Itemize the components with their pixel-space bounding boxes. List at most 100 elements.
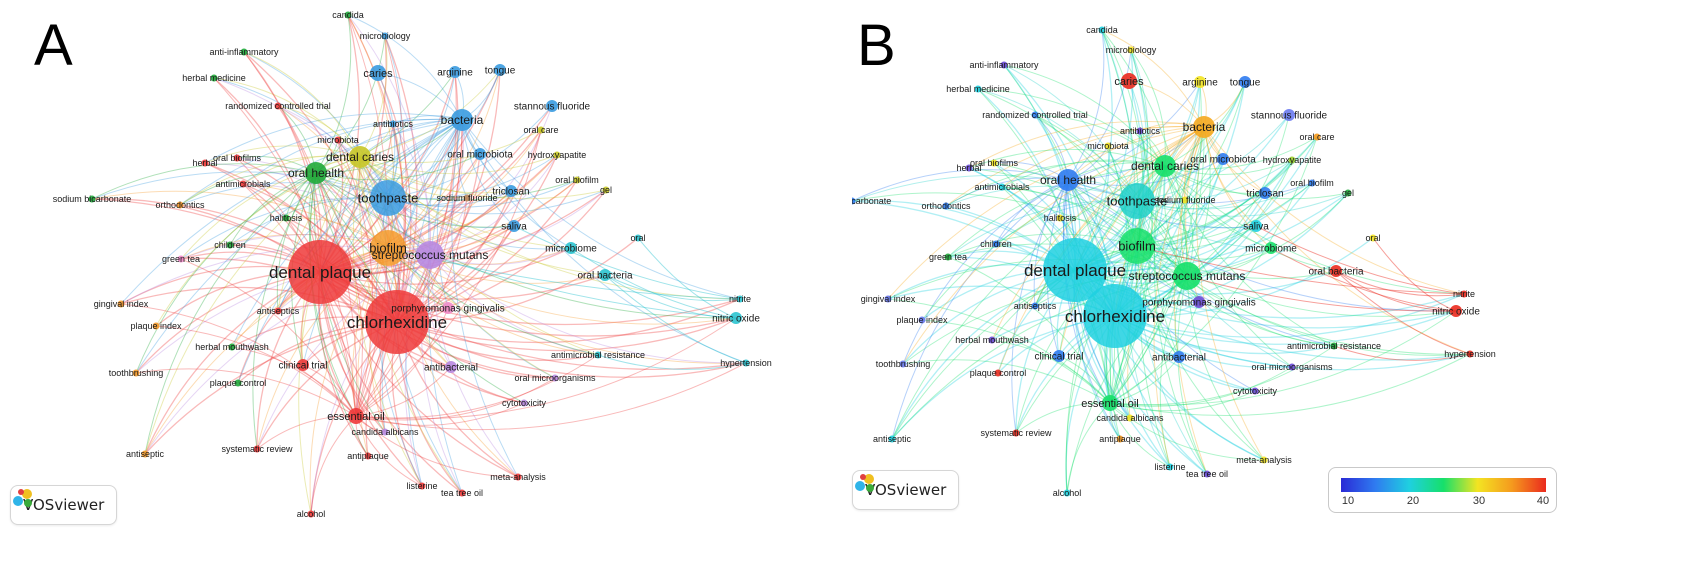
node-antibacterial[interactable] [445, 361, 457, 373]
node-triclosan[interactable] [505, 185, 517, 197]
node-oral-biofilm[interactable] [573, 176, 581, 184]
node-oral-bacteria[interactable] [599, 269, 611, 281]
node-oral-health[interactable] [305, 162, 327, 184]
node-antimicrobial-resistance[interactable] [594, 351, 602, 359]
node-arginine[interactable] [1194, 76, 1206, 88]
node-halitosis[interactable] [1056, 214, 1064, 222]
node-oral-health[interactable] [1057, 169, 1079, 191]
node-porphyromonas-gingivalis[interactable] [442, 302, 454, 314]
node-caries[interactable] [370, 65, 386, 81]
node-oral-care[interactable] [537, 126, 545, 134]
node-antiplaque[interactable] [364, 452, 372, 460]
node-oral-biofilms[interactable] [233, 154, 241, 162]
node-orthodontics[interactable] [942, 202, 950, 210]
node-bacteria[interactable] [451, 109, 473, 131]
node-oral-microbiota[interactable] [1217, 153, 1229, 165]
node-microbiome[interactable] [1265, 242, 1277, 254]
node-sodium-bicarbonate[interactable] [852, 197, 856, 205]
node-antiseptics[interactable] [1031, 302, 1039, 310]
node-herbal[interactable] [965, 164, 973, 172]
node-arginine[interactable] [449, 66, 461, 78]
node-systematic-review[interactable] [253, 445, 261, 453]
node-chlorhexidine[interactable] [1083, 284, 1147, 348]
node-systematic-review[interactable] [1012, 429, 1020, 437]
node-nitrite[interactable] [1460, 290, 1468, 298]
node-meta-analysis[interactable] [514, 473, 522, 481]
node-biofilm[interactable] [370, 230, 406, 266]
node-stannous-fluoride[interactable] [546, 100, 558, 112]
node-oral[interactable] [1369, 234, 1377, 242]
node-oral-biofilm[interactable] [1308, 179, 1316, 187]
node-herbal-medicine[interactable] [210, 74, 218, 82]
node-anti-inflammatory[interactable] [1000, 61, 1008, 69]
node-dental-plaque[interactable] [288, 240, 352, 304]
node-children[interactable] [226, 241, 234, 249]
node-herbal-medicine[interactable] [974, 85, 982, 93]
node-alcohol[interactable] [1063, 489, 1071, 497]
node-microbiology[interactable] [1127, 46, 1135, 54]
node-streptococcus-mutans[interactable] [416, 241, 444, 269]
node-antimicrobials[interactable] [998, 183, 1006, 191]
node-sodium-bicarbonate[interactable] [88, 195, 96, 203]
node-biofilm[interactable] [1119, 228, 1155, 264]
node-microbiology[interactable] [381, 32, 389, 40]
node-antibacterial[interactable] [1173, 351, 1185, 363]
node-antibiotics[interactable] [389, 120, 397, 128]
node-toothbrushing[interactable] [899, 360, 907, 368]
node-oral-microorganisms[interactable] [1288, 363, 1296, 371]
node-randomized-controlled-trial[interactable] [1031, 111, 1039, 119]
node-microbiome[interactable] [565, 242, 577, 254]
node-oral-care[interactable] [1313, 133, 1321, 141]
node-hydroxyapatite[interactable] [1288, 156, 1296, 164]
node-halitosis[interactable] [282, 214, 290, 222]
node-antibiotics[interactable] [1136, 127, 1144, 135]
node-hypertension[interactable] [1466, 350, 1474, 358]
node-stannous-fluoride[interactable] [1283, 109, 1295, 121]
node-nitrite[interactable] [736, 295, 744, 303]
node-antiseptic[interactable] [888, 435, 896, 443]
node-saliva[interactable] [508, 220, 520, 232]
node-oral[interactable] [634, 234, 642, 242]
node-antiseptics[interactable] [274, 307, 282, 315]
node-gel[interactable] [602, 186, 610, 194]
node-microbiota[interactable] [1104, 142, 1112, 150]
node-toothbrushing[interactable] [132, 369, 140, 377]
node-toothpaste[interactable] [1119, 183, 1155, 219]
node-oral-bacteria[interactable] [1330, 265, 1342, 277]
node-gel[interactable] [1344, 189, 1352, 197]
node-green-tea[interactable] [177, 255, 185, 263]
node-plaque-index[interactable] [152, 322, 160, 330]
node-streptococcus-mutans[interactable] [1173, 262, 1201, 290]
node-plaque-index[interactable] [918, 316, 926, 324]
node-tea-tree-oil[interactable] [458, 489, 466, 497]
node-oral-microbiota[interactable] [474, 148, 486, 160]
node-tongue[interactable] [1239, 76, 1251, 88]
node-candida-albicans[interactable] [1126, 414, 1134, 422]
node-candida[interactable] [1098, 26, 1106, 34]
node-oral-biofilms[interactable] [990, 159, 998, 167]
node-herbal-mouthwash[interactable] [228, 343, 236, 351]
node-sodium-fluoride[interactable] [463, 194, 471, 202]
node-randomized-controlled-trial[interactable] [274, 102, 282, 110]
node-clinical-trial[interactable] [1053, 350, 1065, 362]
node-children[interactable] [992, 240, 1000, 248]
node-triclosan[interactable] [1259, 187, 1271, 199]
node-sodium-fluoride[interactable] [1181, 196, 1189, 204]
node-caries[interactable] [1121, 73, 1137, 89]
node-herbal-mouthwash[interactable] [988, 336, 996, 344]
node-gingival-index[interactable] [884, 295, 892, 303]
node-hypertension[interactable] [742, 359, 750, 367]
vosviewer-badge-a[interactable]: VOSviewer [10, 485, 118, 525]
node-plaque-control[interactable] [234, 379, 242, 387]
node-oral-microorganisms[interactable] [551, 374, 559, 382]
node-herbal[interactable] [201, 159, 209, 167]
node-antimicrobial-resistance[interactable] [1330, 342, 1338, 350]
node-dental-caries[interactable] [349, 146, 371, 168]
node-listerine[interactable] [418, 482, 426, 490]
node-nitric-oxide[interactable] [730, 312, 742, 324]
node-dental-plaque[interactable] [1043, 238, 1107, 302]
node-plaque-control[interactable] [994, 369, 1002, 377]
node-green-tea[interactable] [944, 253, 952, 261]
node-saliva[interactable] [1250, 220, 1262, 232]
node-nitric-oxide[interactable] [1450, 305, 1462, 317]
